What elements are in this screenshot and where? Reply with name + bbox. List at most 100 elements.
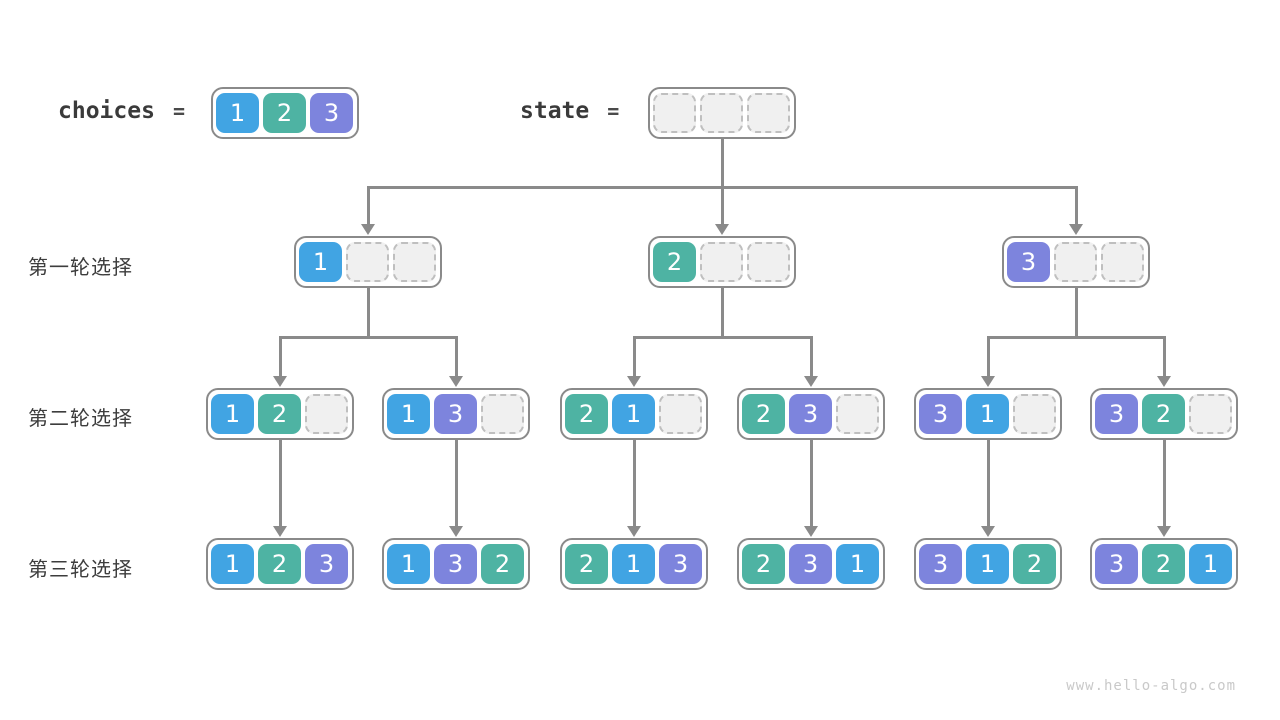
connector-line bbox=[1075, 288, 1078, 336]
choices-label-text: choices bbox=[58, 98, 155, 124]
choice-cell: 2 bbox=[1142, 544, 1185, 584]
arrowhead-icon bbox=[627, 376, 641, 387]
choice-cell: 2 bbox=[1142, 394, 1185, 434]
choice-cell: 1 bbox=[966, 544, 1009, 584]
empty-slot bbox=[1189, 394, 1232, 434]
watermark: www.hello-algo.com bbox=[1066, 678, 1236, 694]
connector-line bbox=[1075, 186, 1078, 227]
state-label: state = bbox=[520, 98, 619, 124]
empty-slot bbox=[747, 242, 790, 282]
choice-cell: 1 bbox=[387, 544, 430, 584]
arrowhead-icon bbox=[804, 526, 818, 537]
connector-line bbox=[987, 336, 990, 379]
choice-cell: 2 bbox=[653, 242, 696, 282]
empty-slot bbox=[653, 93, 696, 133]
empty-slot bbox=[481, 394, 524, 434]
state-node-round1-1: 1 bbox=[294, 236, 442, 288]
empty-slot bbox=[1101, 242, 1144, 282]
empty-slot bbox=[393, 242, 436, 282]
arrowhead-icon bbox=[361, 224, 375, 235]
connector-line bbox=[279, 440, 282, 529]
state-node-round1-2: 2 bbox=[648, 236, 796, 288]
choices-equals-sign: = bbox=[172, 99, 185, 123]
choice-cell: 2 bbox=[742, 394, 785, 434]
choice-cell: 3 bbox=[434, 544, 477, 584]
state-equals-sign: = bbox=[607, 99, 620, 123]
choice-cell: 3 bbox=[1095, 394, 1138, 434]
connector-line bbox=[279, 336, 458, 339]
connector-line bbox=[279, 336, 282, 379]
state-node-round1-3: 3 bbox=[1002, 236, 1150, 288]
round-1-label: 第一轮选择 bbox=[28, 255, 133, 279]
state-array-box bbox=[648, 87, 796, 139]
empty-slot bbox=[700, 242, 743, 282]
choice-cell: 3 bbox=[1007, 242, 1050, 282]
arrowhead-icon bbox=[981, 526, 995, 537]
connector-line bbox=[987, 440, 990, 529]
empty-slot bbox=[346, 242, 389, 282]
choice-cell: 1 bbox=[836, 544, 879, 584]
round-2-label: 第二轮选择 bbox=[28, 406, 133, 430]
connector-line bbox=[633, 440, 636, 529]
state-label-text: state bbox=[520, 98, 590, 124]
choice-cell: 1 bbox=[612, 394, 655, 434]
arrowhead-icon bbox=[981, 376, 995, 387]
choice-cell: 3 bbox=[310, 93, 353, 133]
connector-line bbox=[721, 186, 724, 227]
choice-cell: 3 bbox=[434, 394, 477, 434]
arrowhead-icon bbox=[1157, 376, 1171, 387]
choices-label: choices = bbox=[58, 98, 185, 124]
arrowhead-icon bbox=[1157, 526, 1171, 537]
choice-cell: 2 bbox=[1013, 544, 1056, 584]
choice-cell: 3 bbox=[1095, 544, 1138, 584]
choice-cell: 2 bbox=[565, 544, 608, 584]
arrowhead-icon bbox=[627, 526, 641, 537]
empty-slot bbox=[836, 394, 879, 434]
choice-cell: 2 bbox=[258, 544, 301, 584]
choice-cell: 1 bbox=[211, 544, 254, 584]
connector-line bbox=[721, 137, 724, 186]
empty-slot bbox=[700, 93, 743, 133]
connector-line bbox=[810, 336, 813, 379]
arrowhead-icon bbox=[804, 376, 818, 387]
choice-cell: 1 bbox=[387, 394, 430, 434]
connector-line bbox=[455, 440, 458, 529]
choice-cell: 2 bbox=[742, 544, 785, 584]
connector-line bbox=[633, 336, 813, 339]
choice-cell: 3 bbox=[659, 544, 702, 584]
connector-line bbox=[633, 336, 636, 379]
connector-line bbox=[367, 186, 370, 227]
empty-slot bbox=[659, 394, 702, 434]
connector-line bbox=[367, 288, 370, 336]
choice-cell: 2 bbox=[258, 394, 301, 434]
connector-line bbox=[810, 440, 813, 529]
choice-cell: 2 bbox=[565, 394, 608, 434]
connector-line bbox=[1163, 336, 1166, 379]
arrowhead-icon bbox=[715, 224, 729, 235]
choice-cell: 1 bbox=[1189, 544, 1232, 584]
empty-slot bbox=[1054, 242, 1097, 282]
choice-cell: 1 bbox=[216, 93, 259, 133]
connector-line bbox=[721, 288, 724, 336]
choice-cell: 3 bbox=[789, 544, 832, 584]
empty-slot bbox=[305, 394, 348, 434]
choice-cell: 3 bbox=[789, 394, 832, 434]
connector-line bbox=[1163, 440, 1166, 529]
empty-slot bbox=[747, 93, 790, 133]
choice-cell: 2 bbox=[481, 544, 524, 584]
arrowhead-icon bbox=[273, 526, 287, 537]
